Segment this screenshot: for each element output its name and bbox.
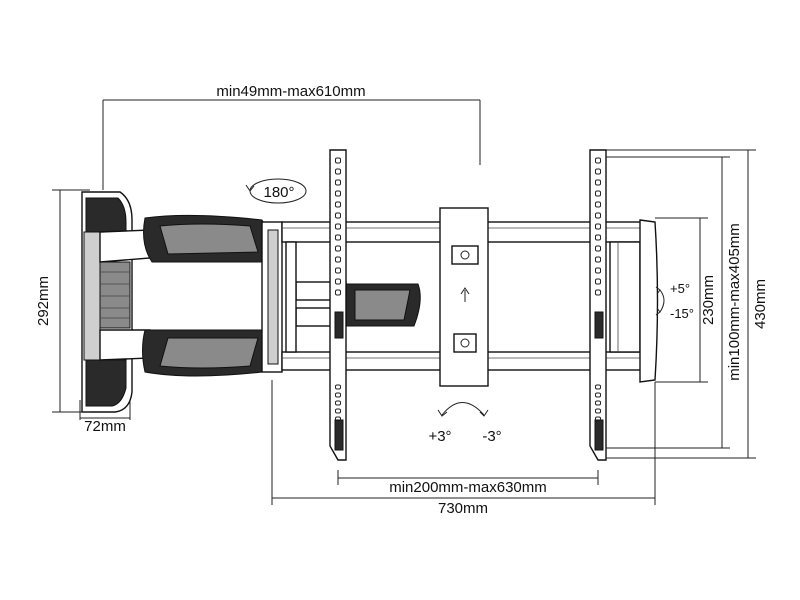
mounting-hole — [335, 201, 341, 208]
wall-plate — [81, 191, 133, 413]
mounting-hole — [595, 212, 601, 219]
overall-width-label: 730mm — [438, 500, 488, 517]
overall-height-label: 430mm — [752, 279, 769, 329]
mounting-hole — [595, 267, 601, 274]
mounting-hole — [335, 212, 341, 219]
mounting-hole — [335, 408, 341, 414]
mounting-hole — [335, 234, 341, 241]
mounting-hole — [595, 408, 601, 414]
tilt-indicator — [655, 286, 665, 316]
wall-width-label: 72mm — [84, 418, 126, 435]
swivel-right-label: -3° — [482, 428, 501, 445]
mounting-hole — [595, 278, 601, 285]
mounting-hole — [595, 234, 601, 241]
tilt-up-label: +5° — [670, 281, 690, 296]
inner-height-label: 230mm — [700, 275, 717, 325]
mounting-hole — [595, 256, 601, 263]
mounting-hole — [595, 157, 601, 164]
mounting-hole — [335, 245, 341, 252]
mounting-hole — [335, 416, 341, 422]
dimension-lines — [52, 99, 756, 505]
mounting-hole — [595, 190, 601, 197]
mounting-hole — [335, 179, 341, 186]
mounting-hole — [595, 245, 601, 252]
swivel-indicator — [437, 402, 489, 417]
mounting-hole — [595, 201, 601, 208]
center-bracket — [439, 207, 489, 387]
mounting-hole — [335, 289, 341, 296]
mounting-hole — [335, 392, 341, 398]
vertical-bracket-right — [589, 149, 607, 461]
vesa-vertical-label: min100mm-max405mm — [726, 223, 743, 381]
mounting-hole — [595, 168, 601, 175]
mounting-hole — [335, 168, 341, 175]
mounting-hole — [595, 400, 601, 406]
rotation-indicator — [245, 178, 307, 204]
depth-range-label: min49mm-max610mm — [216, 83, 365, 100]
mounting-hole — [595, 179, 601, 186]
rotation-label: 180° — [263, 184, 294, 201]
tilt-down-label: -15° — [670, 306, 694, 321]
arm-assembly — [99, 214, 421, 377]
mounting-hole — [595, 223, 601, 230]
mounting-hole — [335, 267, 341, 274]
mounting-hole — [335, 278, 341, 285]
mounting-hole — [335, 223, 341, 230]
mounting-hole — [595, 289, 601, 296]
mounting-hole — [595, 392, 601, 398]
mounting-hole — [595, 384, 601, 390]
mounting-hole — [335, 157, 341, 164]
mounting-hole — [595, 416, 601, 422]
vesa-horizontal-label: min200mm-max630mm — [389, 479, 547, 496]
vertical-bracket-left — [329, 149, 347, 461]
mounting-hole — [335, 256, 341, 263]
mounting-hole — [335, 190, 341, 197]
swivel-left-label: +3° — [428, 428, 451, 445]
mounting-hole — [335, 384, 341, 390]
wall-height-label: 292mm — [35, 276, 52, 326]
mounting-hole — [335, 400, 341, 406]
